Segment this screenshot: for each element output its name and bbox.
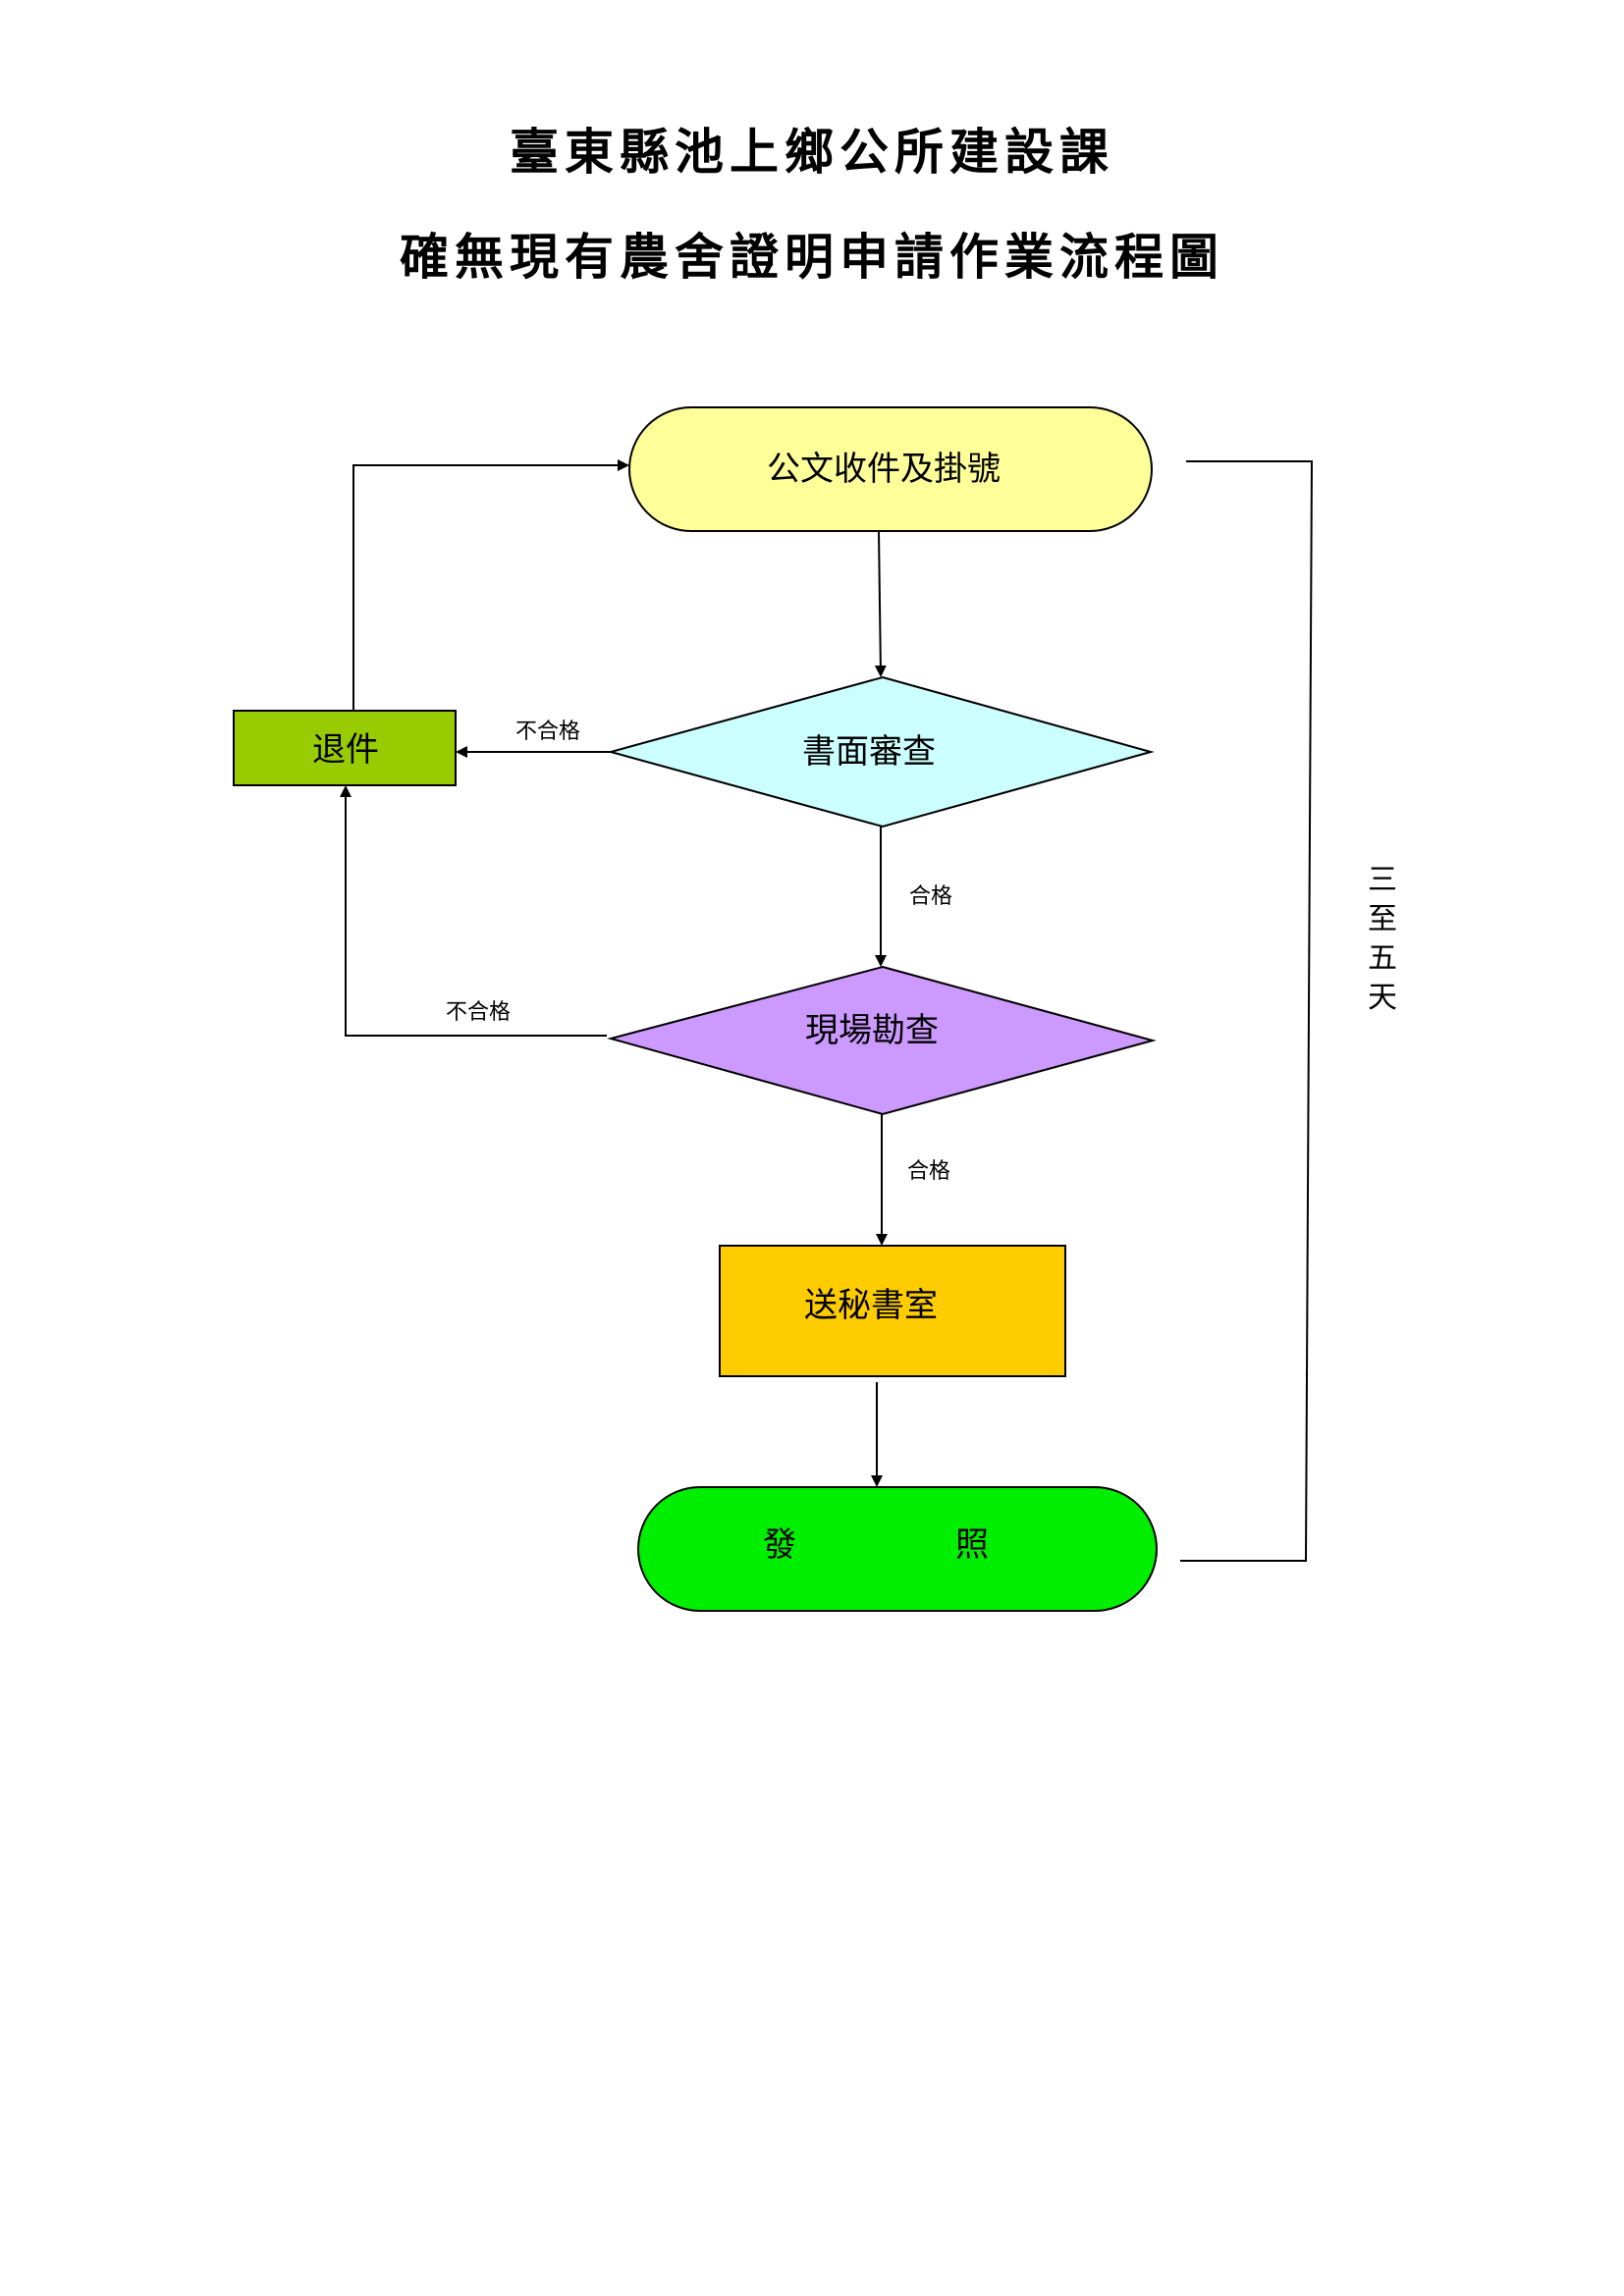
paper-review-node: 書面審查 bbox=[607, 675, 1155, 828]
edge-label-review-fail: 不合格 bbox=[515, 720, 580, 744]
paper-review-label: 書面審查 bbox=[802, 732, 936, 772]
issue-permit-shape bbox=[637, 1486, 1158, 1612]
duration-char-1: 三 bbox=[1368, 863, 1397, 897]
arrow-receive-to-review bbox=[874, 530, 887, 677]
receive-label: 公文收件及掛號 bbox=[767, 450, 1001, 489]
secretariat-shape bbox=[719, 1245, 1066, 1377]
arrow-site-to-return bbox=[340, 785, 607, 1037]
duration-char-2: 至 bbox=[1368, 902, 1397, 936]
return-label: 退件 bbox=[312, 730, 379, 770]
arrow-return-to-receive bbox=[352, 459, 629, 711]
duration-bracket bbox=[1180, 460, 1314, 1562]
site-inspection-node: 現場勘查 bbox=[607, 965, 1157, 1116]
issue-permit-label-left: 發 bbox=[763, 1525, 796, 1565]
site-inspection-label: 現場勘查 bbox=[805, 1011, 939, 1050]
document-title: 臺東縣池上鄉公所建設課 bbox=[510, 123, 1114, 181]
receive-node: 公文收件及掛號 bbox=[628, 406, 1153, 532]
secretariat-node: 送秘書室 bbox=[719, 1245, 1066, 1377]
edge-label-site-pass: 合格 bbox=[907, 1159, 950, 1184]
issue-permit-node: 發 照 bbox=[637, 1486, 1158, 1612]
flowchart-title: 確無現有農舍證明申請作業流程圖 bbox=[400, 228, 1224, 286]
issue-permit-label-right: 照 bbox=[955, 1525, 989, 1565]
receive-shape bbox=[628, 406, 1153, 532]
secretariat-label: 送秘書室 bbox=[804, 1286, 938, 1325]
return-node: 退件 bbox=[233, 710, 457, 786]
edge-label-site-fail: 不合格 bbox=[446, 1000, 511, 1025]
paper-review-shape bbox=[607, 675, 1155, 828]
duration-char-4: 天 bbox=[1368, 981, 1397, 1015]
duration-char-3: 五 bbox=[1368, 941, 1397, 976]
edge-label-review-pass: 合格 bbox=[909, 884, 952, 909]
